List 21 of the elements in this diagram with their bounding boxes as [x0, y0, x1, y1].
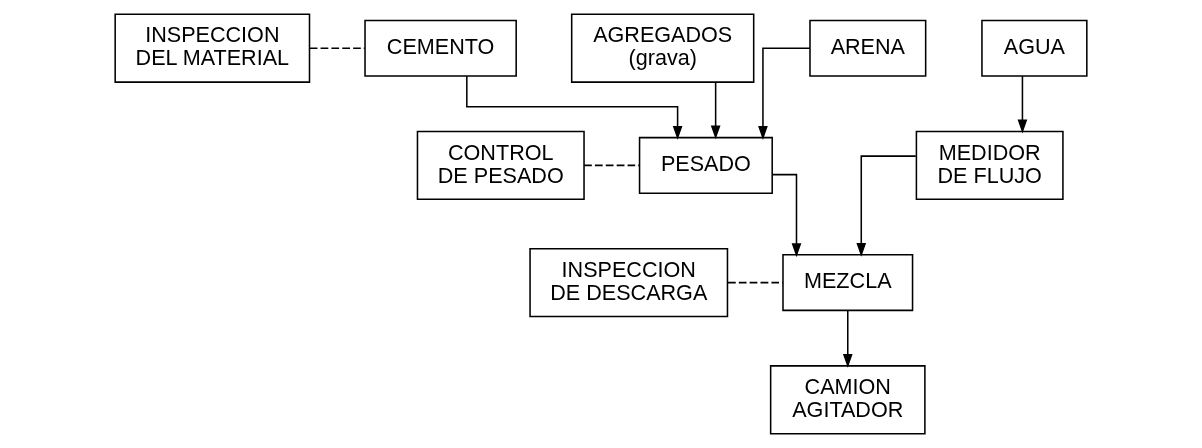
node-box: AGUA — [981, 19, 1088, 77]
connector — [727, 281, 784, 284]
node-box: MEDIDOR DE FLUJO — [915, 130, 1064, 201]
node-box: MEZCLA — [782, 254, 914, 312]
arrow — [771, 173, 802, 258]
arrow — [1017, 75, 1028, 134]
node-box: CEMENTO — [364, 19, 517, 77]
node-box: CAMION AGITADOR — [769, 365, 926, 435]
arrow — [758, 47, 811, 140]
connector — [583, 164, 641, 167]
node-box: ARENA — [809, 19, 927, 77]
node-box: PESADO — [638, 136, 773, 194]
node-box: AGREGADOS (grava) — [570, 13, 755, 83]
arrow — [856, 155, 917, 257]
node-box: INSPECCION DEL MATERIAL — [114, 13, 311, 83]
arrow — [842, 309, 853, 368]
node-box: CONTROL DE PESADO — [416, 130, 585, 201]
node-box: INSPECCION DE DESCARGA — [529, 247, 729, 318]
arrow — [710, 81, 721, 140]
arrow — [466, 75, 683, 140]
connector — [309, 47, 366, 49]
